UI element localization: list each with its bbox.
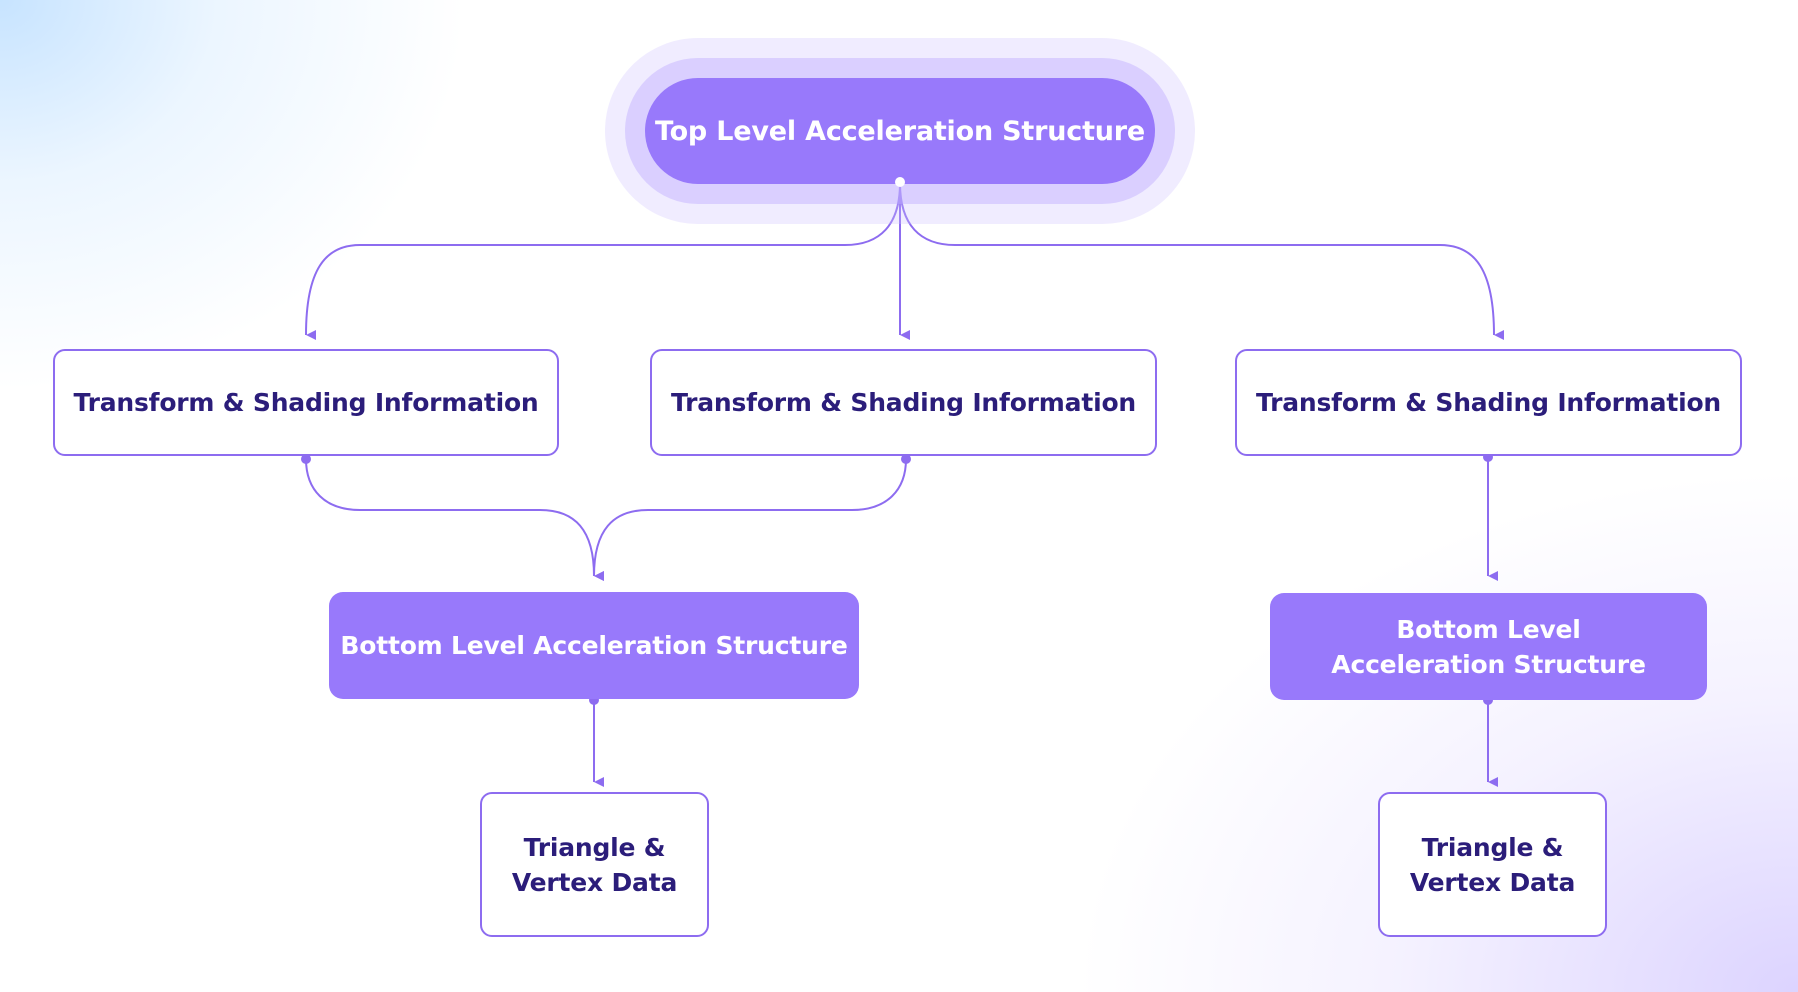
connector-transform-2-to-blas-1 bbox=[593, 458, 907, 582]
triangle-vertex-data-node-1: Triangle & Vertex Data bbox=[480, 792, 709, 937]
node-label: Bottom Level Acceleration Structure bbox=[340, 631, 848, 660]
node-label: Bottom Level Acceleration Structure bbox=[1331, 614, 1646, 679]
top-level-acceleration-structure-node: Top Level Acceleration Structure bbox=[645, 78, 1155, 184]
anchor-dot bbox=[895, 177, 905, 187]
node-label: Transform & Shading Information bbox=[1255, 388, 1722, 417]
node-label: Transform & Shading Information bbox=[73, 388, 539, 417]
node-label: Triangle & Vertex Data bbox=[1409, 832, 1576, 897]
triangle-vertex-data-node-2: Triangle & Vertex Data bbox=[1378, 792, 1607, 937]
node-label: Triangle & Vertex Data bbox=[511, 832, 678, 897]
anchor-dot bbox=[301, 454, 311, 464]
connector-transform-1-to-blas-1 bbox=[305, 458, 605, 581]
anchor-dot bbox=[901, 454, 911, 464]
bottom-level-acceleration-structure-node-2: Bottom Level Acceleration Structure bbox=[1270, 593, 1707, 700]
connector-top-to-transform-3 bbox=[899, 182, 1505, 340]
node-label: Top Level Acceleration Structure bbox=[654, 115, 1146, 147]
transform-shading-node-1: Transform & Shading Information bbox=[53, 349, 559, 456]
connector-top-to-transform-1 bbox=[305, 182, 901, 341]
node-label: Transform & Shading Information bbox=[670, 388, 1137, 417]
bottom-level-acceleration-structure-node-1: Bottom Level Acceleration Structure bbox=[329, 592, 859, 699]
transform-shading-node-2: Transform & Shading Information bbox=[650, 349, 1157, 456]
transform-shading-node-3: Transform & Shading Information bbox=[1235, 349, 1742, 456]
